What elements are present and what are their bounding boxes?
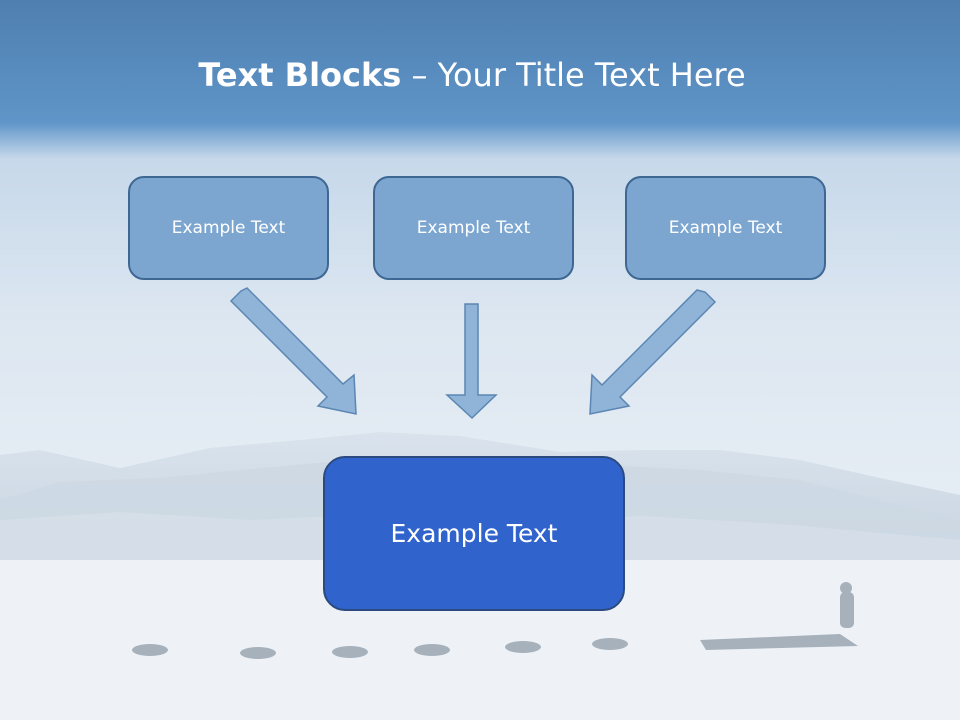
arrow-down [445, 303, 498, 420]
title-dash: – [411, 56, 428, 94]
text-block-top-center: Example Text [373, 176, 574, 280]
text-block-center: Example Text [323, 456, 625, 611]
text-block-top-right: Example Text [625, 176, 826, 280]
arrow-down-right [229, 287, 357, 415]
text-block-top-left: Example Text [128, 176, 329, 280]
arrow-down-left [589, 289, 717, 415]
title-bold-part: Text Blocks [198, 56, 402, 94]
slide-title: Text Blocks – Your Title Text Here [0, 54, 944, 96]
title-rest: Your Title Text Here [437, 56, 746, 94]
